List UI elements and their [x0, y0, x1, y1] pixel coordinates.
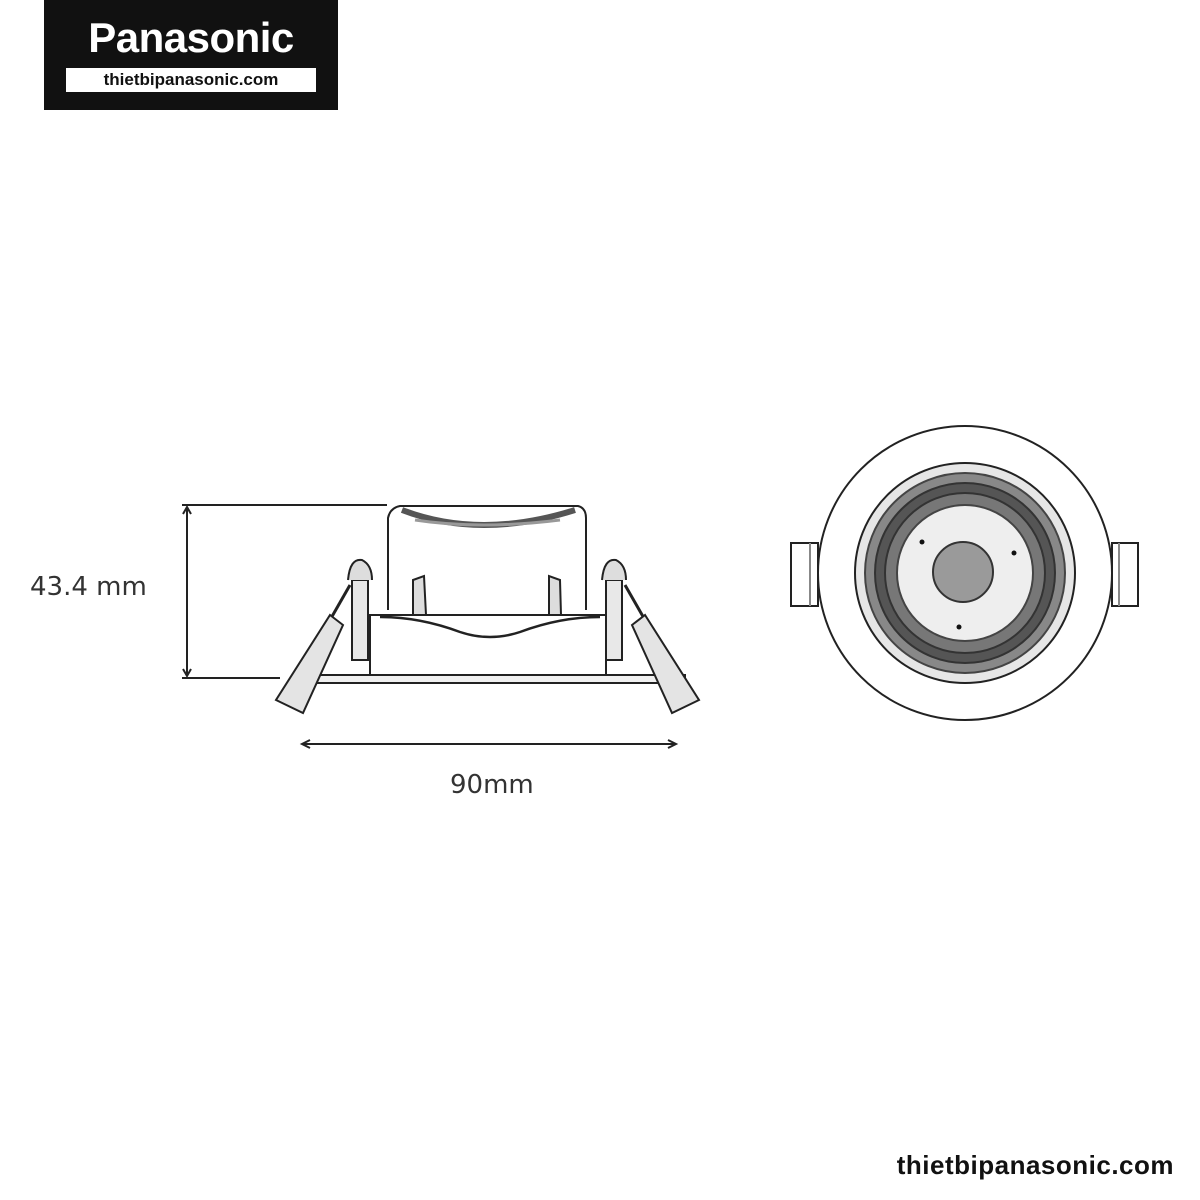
brand-logo: Panasonic thietbipanasonic.com	[44, 0, 338, 110]
width-arrows	[299, 739, 679, 749]
height-label: 43.4 mm	[30, 572, 147, 602]
front-view	[790, 425, 1139, 721]
side-view	[182, 504, 701, 749]
logo-url-text: thietbipanasonic.com	[66, 68, 316, 92]
footer-url: thietbipanasonic.com	[896, 1150, 1174, 1180]
height-arrows	[182, 504, 192, 679]
width-label: 90mm	[450, 770, 534, 800]
logo-brand-text: Panasonic	[88, 14, 294, 61]
